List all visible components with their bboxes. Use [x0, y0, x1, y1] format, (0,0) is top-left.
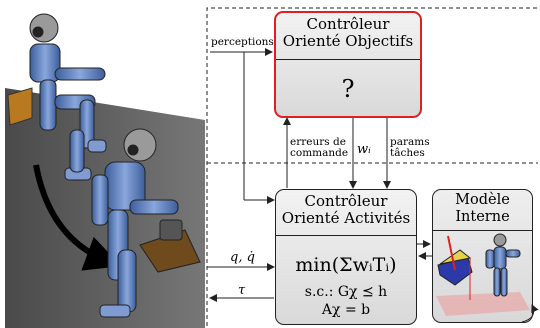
activity-controller-title-line1: Contrôleur [276, 193, 416, 210]
activity-constraint-1: s.c.: Gχ ⪯ h [276, 284, 416, 300]
label-state: q, q̇ [230, 250, 255, 265]
goal-controller-title-line1: Contrôleur [276, 16, 420, 33]
label-perceptions: perceptions [211, 37, 274, 48]
label-params-line2: tâches [390, 148, 430, 159]
activity-oriented-controller: Contrôleur Orienté Activités min(ΣwᵢTᵢ) … [275, 189, 417, 325]
label-params: params tâches [390, 137, 430, 159]
activity-controller-title-line2: Orienté Activités [276, 210, 416, 227]
activity-objective: min(ΣwᵢTᵢ) [276, 254, 416, 276]
label-errors: erreurs de commande [290, 137, 348, 159]
label-torque: τ [238, 283, 245, 298]
goal-oriented-controller: Contrôleur Orienté Objectifs ? [274, 11, 422, 118]
seat-top [8, 88, 32, 125]
label-weights: wᵢ [357, 142, 371, 157]
activity-constraint-2: Aχ = b [276, 302, 416, 318]
goal-controller-body: ? [276, 75, 420, 103]
goal-controller-title-line2: Orienté Objectifs [276, 33, 420, 50]
label-errors-line2: commande [290, 148, 348, 159]
internal-model-visual [436, 234, 530, 316]
